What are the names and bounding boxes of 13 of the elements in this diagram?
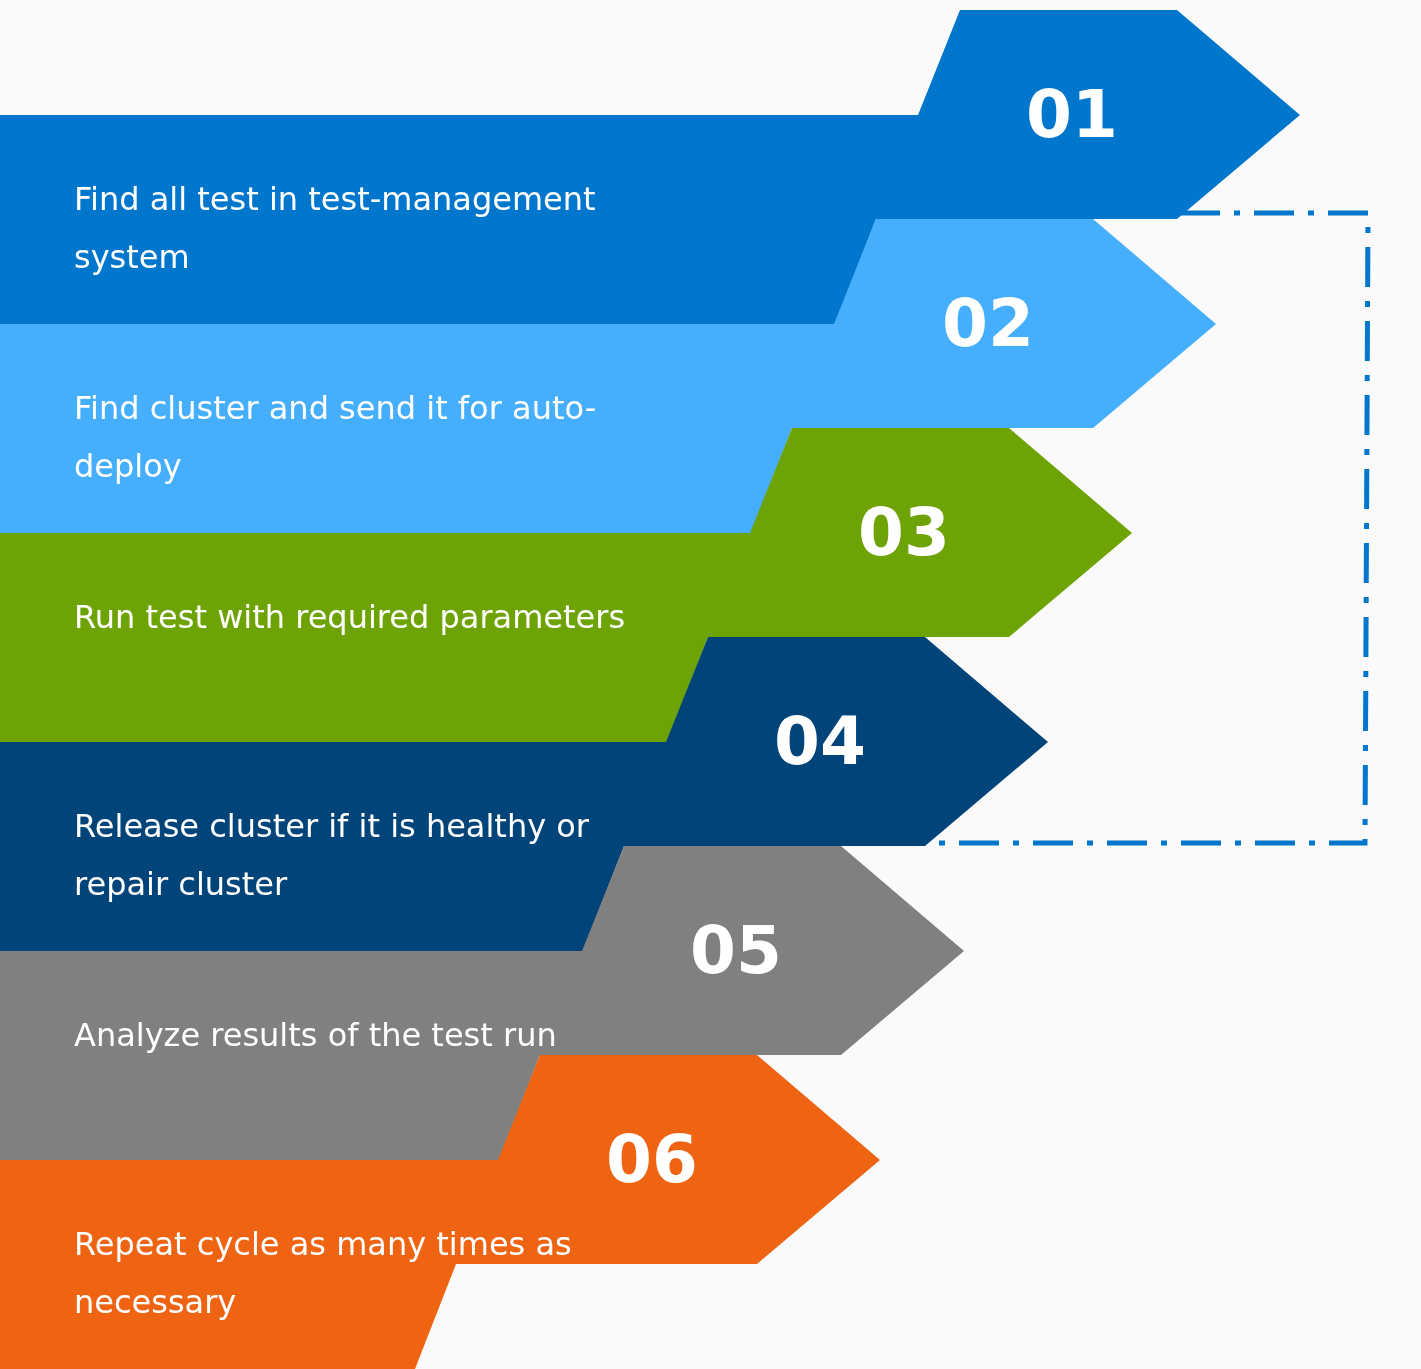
- step-number: 04: [774, 709, 866, 775]
- step-description: Find all test in test-management system: [74, 179, 597, 278]
- step-description: Release cluster if it is healthy or repair cluster: [74, 806, 590, 905]
- step-number: 03: [858, 500, 950, 566]
- step-number: 01: [1026, 82, 1118, 148]
- step-description: Run test with required parameters: [74, 597, 627, 638]
- step-number: 02: [942, 291, 1034, 357]
- step-description: Analyze results of the test run: [74, 1015, 558, 1056]
- step-description: Find cluster and send it for auto-deploy: [74, 388, 598, 487]
- step-description: Repeat cycle as many times as necessary: [74, 1224, 573, 1323]
- step-number: 05: [690, 918, 782, 984]
- arrow-banner: [0, 1055, 880, 1369]
- step-number: 06: [606, 1127, 698, 1193]
